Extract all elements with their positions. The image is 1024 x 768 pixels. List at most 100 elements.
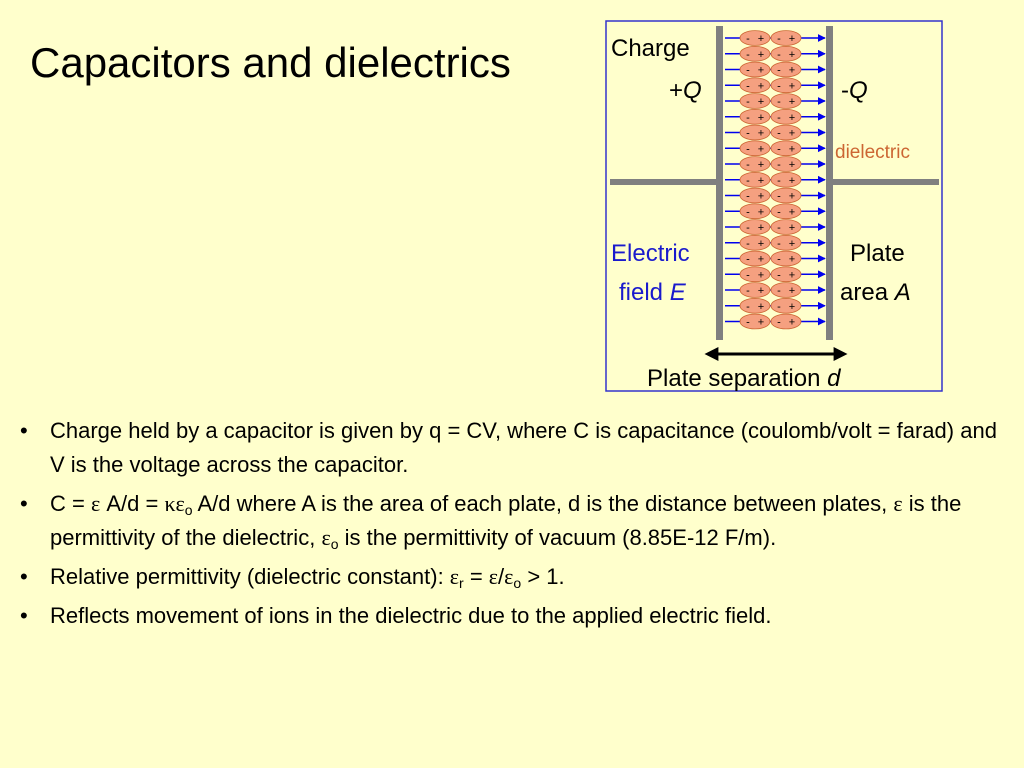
- bullet-text: Reflects movement of ions in the dielect…: [50, 603, 772, 628]
- epsilon-symbol: ε: [90, 491, 101, 516]
- dipole-plus-sign: +: [758, 143, 764, 155]
- epsilon-symbol: ε: [175, 491, 185, 516]
- dipole-plus-sign: +: [758, 269, 764, 281]
- bullet-relative-permittivity: • Relative permittivity (dielectric cons…: [20, 560, 1005, 594]
- dipole-minus-sign: -: [777, 80, 781, 92]
- dipole-minus-sign: -: [777, 49, 781, 61]
- dipole-shape: [739, 77, 771, 94]
- dipole-plus-sign: +: [789, 143, 795, 155]
- dipole-shape: [770, 250, 802, 267]
- dipole-plus-sign: +: [758, 33, 764, 45]
- epsilon-symbol: ε: [504, 564, 514, 589]
- area-symbol: A: [893, 279, 911, 306]
- dipole-shape: [770, 266, 802, 283]
- plate-separation-label: Plate separation d: [647, 365, 841, 392]
- dipole-plus-sign: +: [758, 80, 764, 92]
- dipole-minus-sign: -: [777, 191, 781, 203]
- q-symbol-positive: Q: [683, 77, 702, 104]
- dipole-shape: [770, 124, 802, 141]
- bullet-marker: •: [20, 491, 28, 516]
- dipole-shape: [739, 234, 771, 251]
- dipole: -+: [770, 124, 802, 141]
- dipole-shape: [739, 140, 771, 157]
- dipole-shape: [739, 203, 771, 220]
- dipole-minus-sign: -: [746, 49, 750, 61]
- q-symbol-negative: Q: [849, 77, 868, 104]
- bullet-marker: •: [20, 564, 28, 589]
- minus-sign: -: [841, 77, 849, 104]
- epsilon-symbol: ε: [449, 564, 460, 589]
- dipole-minus-sign: -: [746, 285, 750, 297]
- dipole: -+: [770, 77, 802, 94]
- dipole-plus-sign: +: [758, 128, 764, 140]
- subscript-o: o: [184, 502, 193, 518]
- charge-label: Charge: [611, 35, 690, 62]
- bullet-text: Charge held by a capacitor is given by q…: [50, 418, 997, 477]
- dipole-plus-sign: +: [758, 159, 764, 171]
- dipole-shape: [739, 219, 771, 235]
- dipole: -+: [770, 156, 802, 172]
- dipole-minus-sign: -: [746, 112, 750, 124]
- dipole-plus-sign: +: [789, 222, 795, 234]
- bullet-marker: •: [20, 603, 28, 628]
- epsilon-symbol: ε: [488, 564, 499, 589]
- dipole: -+: [770, 266, 802, 283]
- dipole-shape: [739, 171, 771, 188]
- dipole: -+: [770, 93, 802, 109]
- epsilon-symbol: ε: [321, 525, 331, 550]
- bullet-ion-movement: • Reflects movement of ions in the diele…: [20, 599, 1005, 633]
- dipole-plus-sign: +: [758, 65, 764, 77]
- dipole: -+: [739, 108, 771, 125]
- dipole: -+: [770, 313, 802, 330]
- dipole-minus-sign: -: [746, 301, 750, 313]
- plus-sign: +: [669, 77, 683, 104]
- dipole-plus-sign: +: [789, 254, 795, 266]
- subscript-o: o: [330, 536, 339, 552]
- dipole: -+: [770, 203, 802, 220]
- dipole-shape: [770, 30, 802, 46]
- text-part: > 1.: [521, 564, 565, 589]
- dipole-shape: [770, 45, 802, 62]
- dipole: -+: [739, 171, 771, 188]
- dipole: -+: [739, 140, 771, 157]
- dipole-minus-sign: -: [746, 222, 750, 234]
- dipole-plus-sign: +: [758, 191, 764, 203]
- dielectric-label: dielectric: [835, 142, 910, 163]
- dipole-minus-sign: -: [746, 254, 750, 266]
- dipole: -+: [770, 219, 802, 235]
- dipole-minus-sign: -: [777, 143, 781, 155]
- positive-plate: [716, 26, 723, 340]
- dipole-minus-sign: -: [746, 269, 750, 281]
- dielectric-dipoles: -+-+-+-+-+-+-+-+-+-+-+-+-+-+-+-+-+-+-+-+…: [739, 30, 802, 330]
- dipole-shape: [739, 187, 771, 204]
- dipole-minus-sign: -: [777, 112, 781, 124]
- bullet-marker: •: [20, 418, 28, 443]
- left-wire: [610, 179, 720, 185]
- dipole-shape: [770, 187, 802, 204]
- dipole-minus-sign: -: [746, 33, 750, 45]
- positive-charge-label: +Q: [669, 77, 702, 104]
- dipole-minus-sign: -: [777, 254, 781, 266]
- dipole-minus-sign: -: [777, 33, 781, 45]
- text-part: Relative permittivity (dielectric consta…: [50, 564, 450, 589]
- dipole-plus-sign: +: [789, 159, 795, 171]
- plate-area-label-line1: Plate: [850, 240, 905, 267]
- dipole: -+: [739, 313, 771, 330]
- dipole: -+: [739, 30, 771, 46]
- dipole-minus-sign: -: [746, 317, 750, 329]
- dipole-minus-sign: -: [777, 238, 781, 250]
- dipole-shape: [739, 313, 771, 330]
- dipole-plus-sign: +: [758, 285, 764, 297]
- dipole-minus-sign: -: [777, 159, 781, 171]
- dipole: -+: [770, 282, 802, 298]
- dipole-plus-sign: +: [789, 80, 795, 92]
- dipole: -+: [739, 187, 771, 204]
- dipole: -+: [770, 234, 802, 251]
- dipole-plus-sign: +: [789, 191, 795, 203]
- subscript-o: o: [513, 575, 522, 591]
- dipole-minus-sign: -: [746, 191, 750, 203]
- text-part: A/d where A is the area of each plate, d…: [192, 491, 894, 516]
- slide-title: Capacitors and dielectrics: [30, 39, 511, 86]
- dipole-shape: [739, 93, 771, 109]
- dipole-minus-sign: -: [746, 206, 750, 218]
